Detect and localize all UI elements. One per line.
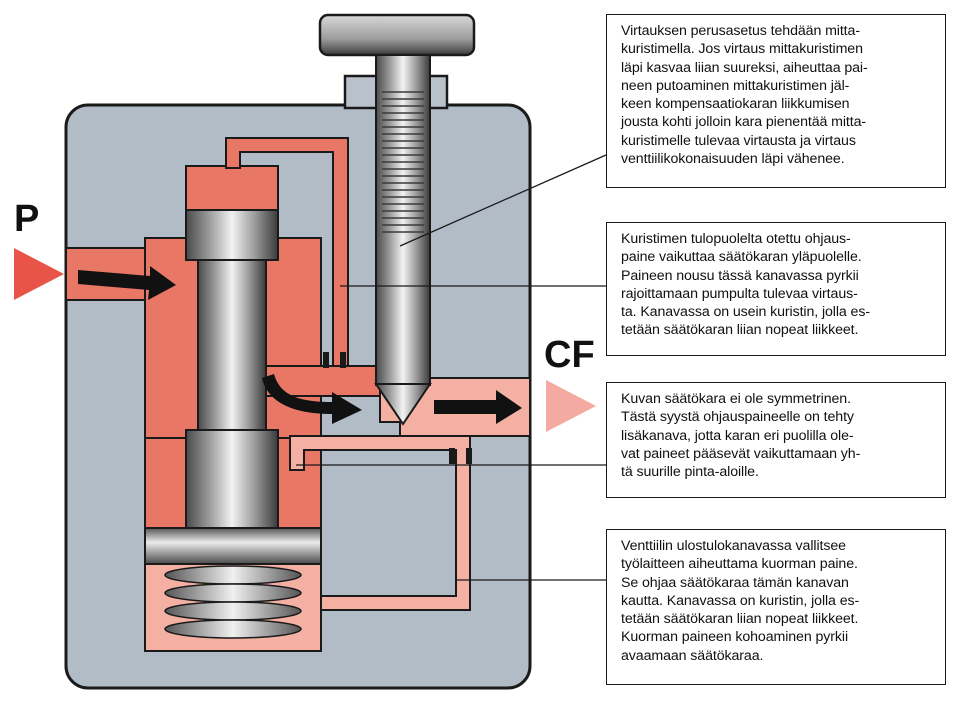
outlet-port-label: CF [544, 334, 595, 376]
inlet-arrow-icon [14, 248, 64, 300]
callout-load-pressure: Venttiilin ulostulokanavassa vallitsee t… [606, 529, 946, 685]
spool-upper-land [185, 209, 279, 261]
spool-stem [197, 259, 267, 437]
spring-icon [164, 565, 302, 639]
spring-seat [144, 527, 322, 565]
leader-line-1 [399, 154, 607, 247]
restrictor-upper-icon [323, 352, 346, 368]
spool-lower-land [185, 429, 279, 531]
adjuster-knob [318, 13, 476, 57]
outlet-arrow-icon [546, 380, 596, 432]
needle-shank [375, 54, 431, 386]
flow-arrow-crossover-icon [262, 374, 362, 424]
inlet-port-label: P [14, 198, 40, 240]
callout-asymmetric-spool: Kuvan säätökara ei ole symmetrinen. Täst… [606, 382, 946, 498]
flow-arrow-outlet-icon [434, 390, 522, 424]
thread-marks [382, 91, 424, 233]
callout-pilot-pressure: Kuristimen tulopuolelta otettu ohjaus- p… [606, 222, 946, 356]
flow-arrow-inlet-icon [78, 266, 176, 300]
restrictor-lower-icon [449, 448, 472, 464]
leader-lines [296, 154, 607, 581]
needle-tip [374, 383, 432, 426]
callout-flow-adjust: Virtauksen perusasetus tehdään mitta- ku… [606, 14, 946, 188]
load-sense-channel [289, 435, 471, 611]
